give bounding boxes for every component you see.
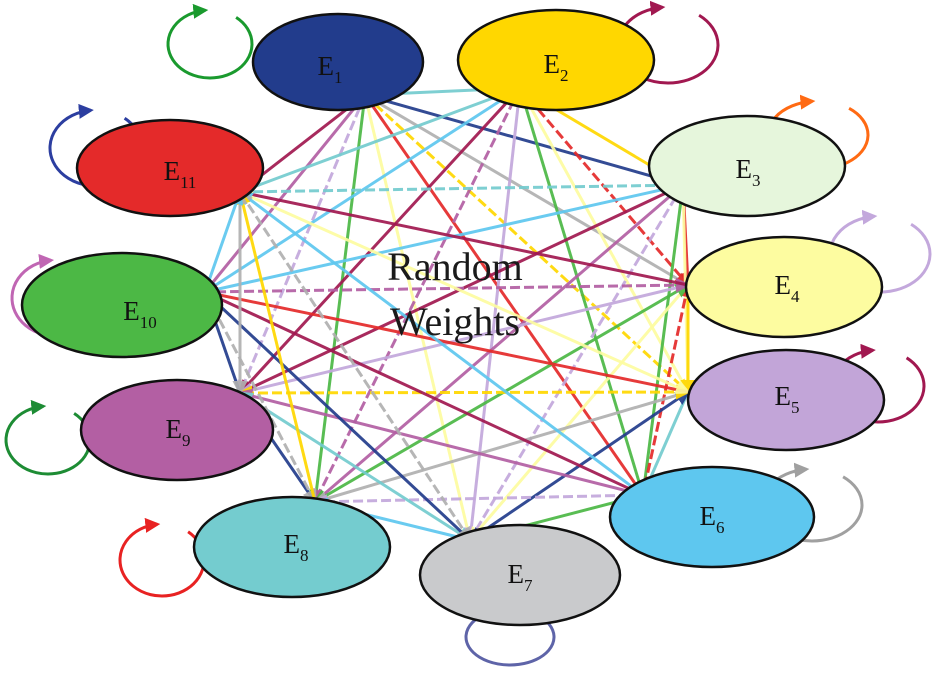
node-label-e7: E7 bbox=[508, 559, 534, 595]
node-e10: E10 bbox=[20, 251, 224, 359]
edge-e8-e11 bbox=[235, 189, 317, 503]
node-label-e2: E2 bbox=[544, 49, 569, 85]
node-ellipse-e4 bbox=[684, 235, 884, 339]
node-ellipse-e10 bbox=[20, 251, 224, 359]
node-label-e8: E8 bbox=[284, 529, 309, 565]
edge-e2-e11 bbox=[237, 86, 521, 195]
edge-e3-e11 bbox=[237, 177, 686, 200]
node-e1: E1 bbox=[251, 12, 425, 112]
self-loop-e8 bbox=[118, 517, 206, 598]
node-ellipse-e5 bbox=[686, 348, 886, 452]
node-ellipse-e1 bbox=[251, 12, 425, 112]
node-e9: E9 bbox=[79, 378, 275, 482]
node-ellipse-e6 bbox=[608, 465, 816, 569]
node-e7: E7 bbox=[418, 523, 622, 627]
node-label-e11: E11 bbox=[164, 156, 197, 192]
node-label-e6: E6 bbox=[700, 501, 725, 537]
node-ellipse-e7 bbox=[418, 523, 622, 627]
node-e2: E2 bbox=[456, 8, 656, 112]
edge-e8-e10 bbox=[203, 289, 317, 505]
node-label-e4: E4 bbox=[775, 270, 801, 306]
node-e3: E3 bbox=[647, 114, 847, 218]
edge-e2-e8 bbox=[313, 85, 522, 505]
node-e5: E5 bbox=[686, 348, 886, 452]
node-label-e3: E3 bbox=[736, 154, 761, 190]
node-ellipse-e3 bbox=[647, 114, 847, 218]
node-e4: E4 bbox=[684, 235, 884, 339]
center-label: Random Weights bbox=[387, 244, 523, 344]
node-ellipse-e11 bbox=[75, 118, 265, 218]
self-loop-e2 bbox=[616, 0, 720, 85]
edges-layer bbox=[201, 81, 696, 545]
node-label-e5: E5 bbox=[775, 381, 800, 417]
node-ellipse-e8 bbox=[192, 495, 392, 599]
node-label-e1: E1 bbox=[318, 51, 343, 87]
center-label-line1: Random bbox=[387, 244, 523, 289]
node-e6: E6 bbox=[608, 465, 816, 569]
edge-e6-e8 bbox=[312, 487, 646, 510]
self-loop-e9 bbox=[4, 399, 92, 476]
node-ellipse-e2 bbox=[456, 8, 656, 112]
node-label-e10: E10 bbox=[123, 296, 157, 332]
node-label-e9: E9 bbox=[166, 414, 191, 450]
edge-e5-e9 bbox=[237, 384, 691, 401]
edge-e10-e11 bbox=[203, 189, 244, 293]
node-ellipse-e9 bbox=[79, 378, 275, 482]
center-label-line2: Weights bbox=[390, 299, 520, 344]
node-e8: E8 bbox=[192, 495, 392, 599]
node-e11: E11 bbox=[75, 118, 265, 218]
self-loop-e1 bbox=[166, 3, 254, 80]
